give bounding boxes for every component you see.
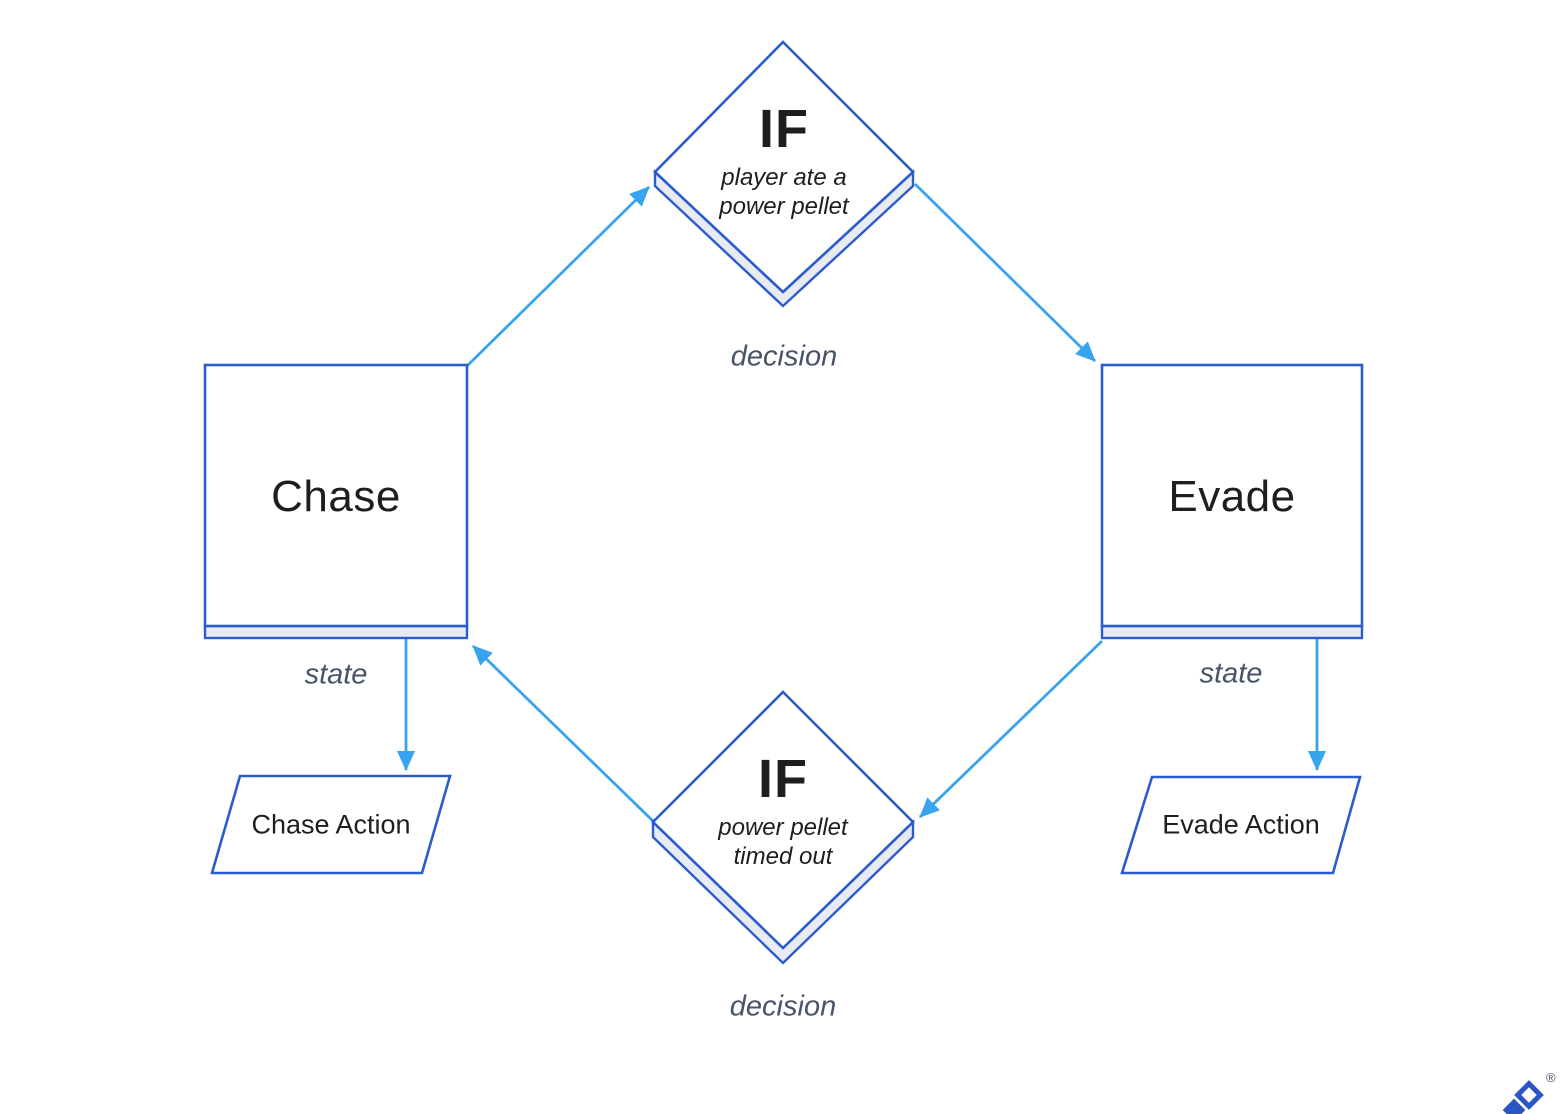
evade-action-label: Evade Action [1162, 809, 1320, 840]
chase-state-box-base [203, 624, 469, 640]
bottom-decision-keyword: IF [758, 749, 808, 810]
top-decision-condition: player ate a power pellet [719, 164, 849, 220]
evade-action-parallelogram [1120, 775, 1362, 875]
evade-state-box-face [1100, 363, 1364, 628]
toptal-logo-icon [1502, 1080, 1544, 1114]
chase-state-type-label: state [304, 658, 368, 691]
top-decision-keyword: IF [759, 99, 809, 160]
chase-action-parallelogram [210, 774, 452, 875]
bottom-decision-diamond [651, 690, 915, 965]
bottom-decision-condition: power pellet timed out [718, 814, 848, 870]
arrow-top-decision-to-evade [914, 183, 1096, 362]
bottom-decision-type-label: decision [729, 990, 837, 1023]
chase-action-label: Chase Action [251, 809, 411, 840]
registered-trademark-symbol: ® [1546, 1070, 1556, 1085]
chase-state-label: Chase [271, 472, 401, 521]
evade-state-label: Evade [1168, 472, 1296, 521]
top-decision-type-label: decision [730, 340, 838, 373]
evade-state-box [1100, 363, 1364, 640]
arrow-evade-to-bottom-decision [919, 639, 1103, 819]
top-decision-diamond [653, 40, 915, 308]
evade-state-box-base [1100, 624, 1364, 640]
bottom-decision-diamond-face [651, 690, 915, 950]
chase-state-box-face [203, 363, 469, 628]
bottom-decision-node-label: IF power pellet timed out [701, 752, 866, 872]
arrow-chase-to-top-decision [466, 186, 650, 367]
arrow-bottom-decision-to-chase [472, 644, 654, 823]
top-decision-node-label: IF player ate a power pellet [702, 102, 867, 222]
chase-state-box [203, 363, 469, 640]
top-decision-diamond-face [653, 40, 915, 294]
evade-state-type-label: state [1199, 657, 1263, 690]
brand-badge: ® [1500, 1068, 1558, 1114]
